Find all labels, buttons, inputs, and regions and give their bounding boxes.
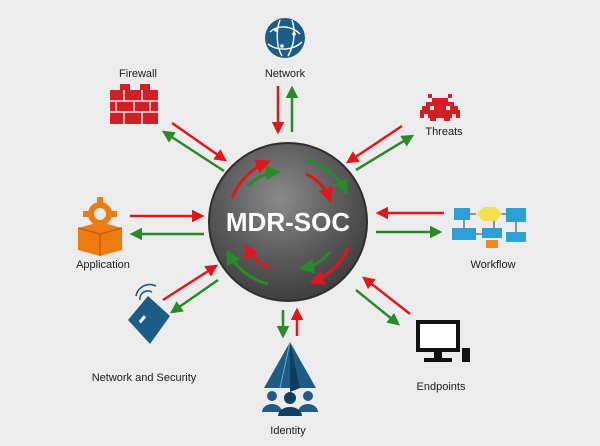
brick-wall-icon [110,84,158,124]
hub-label: MDR-SOC [226,207,350,237]
hub-cycle-arrows [226,158,350,286]
gear-box-icon [77,197,123,256]
node-application: Application [76,197,130,271]
node-label: Firewall [119,68,157,80]
node-workflow: Workflow [452,207,526,271]
node-label: Endpoints [417,381,466,393]
node-threats: Threats [420,94,463,138]
user-group-pyramid-icon [262,341,318,416]
connection-arrows [129,85,444,339]
node-label: Network and Security [92,372,197,384]
mdr-soc-hub: MDR-SOC [208,142,368,302]
space-invader-icon [420,94,460,121]
node-label: Workflow [470,259,515,271]
desktop-computer-icon [416,320,470,362]
node-network: Network [265,18,306,80]
node-label: Application [76,259,130,271]
node-label: Network [265,68,306,80]
node-identity: Identity [262,341,318,437]
wireless-card-icon [128,283,170,344]
node-endpoints: Endpoints [416,320,470,393]
node-firewall: Firewall [110,68,158,124]
node-label: Identity [270,425,306,437]
node-label: Threats [425,126,463,138]
globe-network-icon [265,18,305,58]
node-network-and-security: Network and Security [92,283,197,384]
flowchart-icon [452,207,526,248]
